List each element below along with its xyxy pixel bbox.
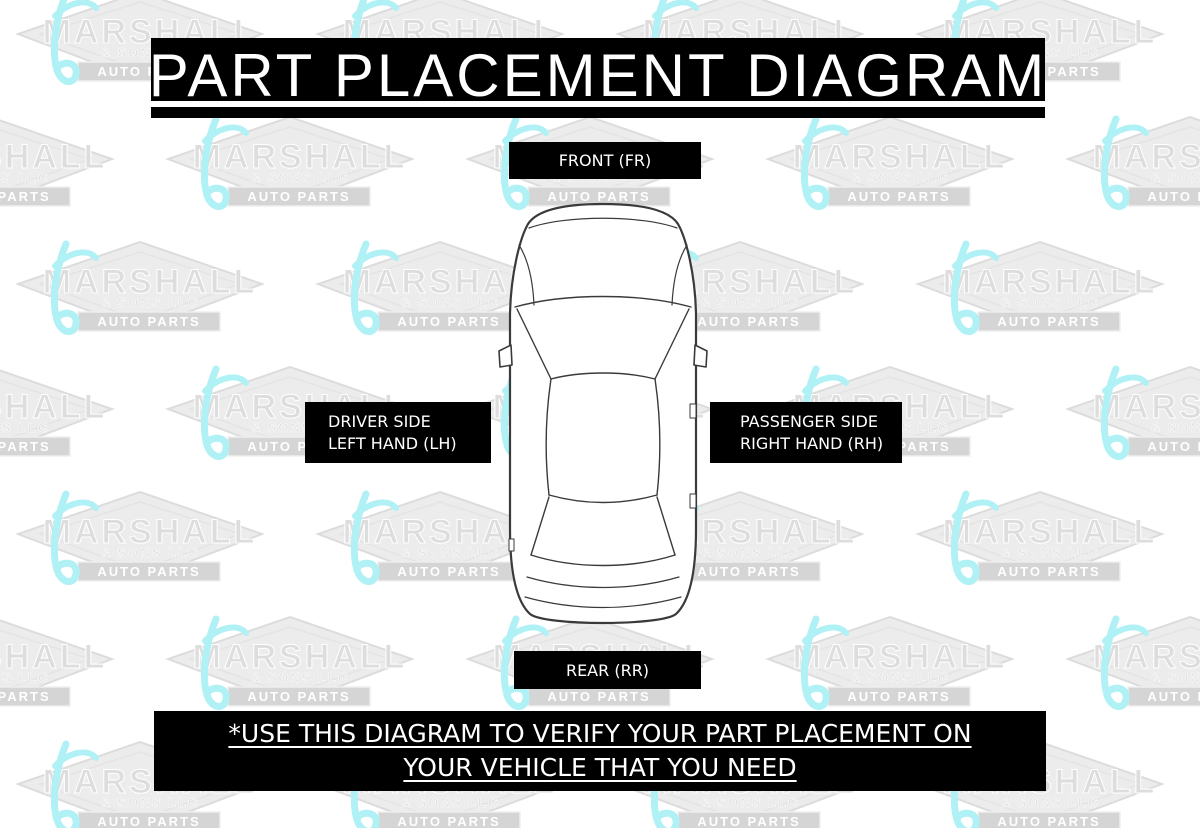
svg-text:AUTO PARTS: AUTO PARTS <box>997 314 1100 329</box>
label-front: FRONT (FR) <box>509 142 701 179</box>
svg-text:MARSHALL: MARSHALL <box>0 388 107 426</box>
svg-text:AUTO PARTS: AUTO PARTS <box>1147 439 1200 454</box>
svg-text:AUTO PARTS: AUTO PARTS <box>697 564 800 579</box>
svg-text:& SONS LLC: & SONS LLC <box>1151 670 1200 685</box>
svg-text:& SONS LLC: & SONS LLC <box>0 670 49 685</box>
svg-text:AUTO PARTS: AUTO PARTS <box>997 814 1100 828</box>
svg-text:AUTO PARTS: AUTO PARTS <box>0 189 51 204</box>
svg-text:AUTO PARTS: AUTO PARTS <box>97 814 200 828</box>
svg-text:& SONS LLC: & SONS LLC <box>851 170 950 185</box>
svg-text:& SONS LLC: & SONS LLC <box>701 795 800 810</box>
svg-text:AUTO PARTS: AUTO PARTS <box>97 564 200 579</box>
label-passenger-line2: RIGHT HAND (RH) <box>740 433 884 453</box>
car-svg <box>498 202 708 625</box>
svg-text:MARSHALL: MARSHALL <box>43 263 258 301</box>
svg-text:MARSHALL: MARSHALL <box>193 138 408 176</box>
svg-text:& SONS LLC: & SONS LLC <box>401 295 500 310</box>
svg-text:MARSHALL: MARSHALL <box>943 513 1158 551</box>
svg-text:MARSHALL: MARSHALL <box>793 638 1008 676</box>
label-passenger-line1: PASSENGER SIDE <box>740 411 878 431</box>
svg-text:AUTO PARTS: AUTO PARTS <box>847 189 950 204</box>
svg-text:MARSHALL: MARSHALL <box>943 263 1158 301</box>
svg-text:& SONS LLC: & SONS LLC <box>1001 545 1100 560</box>
svg-text:AUTO PARTS: AUTO PARTS <box>847 689 950 704</box>
car-top-view-diagram <box>494 199 712 629</box>
label-driver-line1: DRIVER SIDE <box>328 411 431 431</box>
watermark-logo: MARSHALL& SONS LLC AUTO PARTS <box>150 115 430 225</box>
svg-text:AUTO PARTS: AUTO PARTS <box>397 564 500 579</box>
svg-text:MARSHALL: MARSHALL <box>193 638 408 676</box>
svg-text:MARSHALL: MARSHALL <box>0 638 107 676</box>
svg-text:& SONS LLC: & SONS LLC <box>1151 420 1200 435</box>
label-driver-line2: LEFT HAND (LH) <box>328 433 457 453</box>
title-banner: PART PLACEMENT DIAGRAM <box>148 38 1048 118</box>
svg-text:AUTO PARTS: AUTO PARTS <box>97 314 200 329</box>
svg-text:AUTO PARTS: AUTO PARTS <box>697 814 800 828</box>
svg-text:& SONS LLC: & SONS LLC <box>251 670 350 685</box>
svg-text:& SONS LLC: & SONS LLC <box>701 545 800 560</box>
svg-text:AUTO PARTS: AUTO PARTS <box>0 439 51 454</box>
page-title: PART PLACEMENT DIAGRAM <box>148 42 1048 109</box>
label-driver-side: DRIVER SIDE LEFT HAND (LH) <box>305 402 491 463</box>
svg-text:& SONS LLC: & SONS LLC <box>1001 795 1100 810</box>
watermark-logo: MARSHALL& SONS LLC AUTO PARTS <box>0 115 130 225</box>
svg-text:MARSHALL: MARSHALL <box>43 513 258 551</box>
svg-text:AUTO PARTS: AUTO PARTS <box>397 314 500 329</box>
svg-text:AUTO PARTS: AUTO PARTS <box>247 189 350 204</box>
right-mirror <box>693 344 708 368</box>
car-body-outline <box>508 202 698 625</box>
footer-note-line2: YOUR VEHICLE THAT YOU NEED <box>403 753 797 782</box>
left-mirror <box>498 344 513 368</box>
watermark-logo: MARSHALL& SONS LLC AUTO PARTS <box>900 240 1180 350</box>
svg-text:& SONS LLC: & SONS LLC <box>701 295 800 310</box>
watermark-logo: MARSHALL& SONS LLC AUTO PARTS <box>0 365 130 475</box>
svg-text:& SONS LLC: & SONS LLC <box>101 795 200 810</box>
svg-text:& SONS LLC: & SONS LLC <box>401 795 500 810</box>
svg-text:AUTO PARTS: AUTO PARTS <box>1147 689 1200 704</box>
svg-text:AUTO PARTS: AUTO PARTS <box>397 814 500 828</box>
label-front-text: FRONT (FR) <box>558 151 652 170</box>
watermark-logo: MARSHALL& SONS LLC AUTO PARTS <box>150 615 430 725</box>
svg-text:AUTO PARTS: AUTO PARTS <box>997 564 1100 579</box>
door-handle-detail <box>689 493 697 509</box>
svg-text:& SONS LLC: & SONS LLC <box>101 545 200 560</box>
watermark-logo: MARSHALL& SONS LLC AUTO PARTS <box>750 615 1030 725</box>
svg-text:& SONS LLC: & SONS LLC <box>251 170 350 185</box>
svg-text:AUTO PARTS: AUTO PARTS <box>547 189 650 204</box>
watermark-logo: MARSHALL& SONS LLC AUTO PARTS <box>0 615 130 725</box>
label-passenger-side: PASSENGER SIDE RIGHT HAND (RH) <box>710 402 902 463</box>
svg-text:AUTO PARTS: AUTO PARTS <box>697 314 800 329</box>
watermark-logo: MARSHALL& SONS LLC AUTO PARTS <box>900 490 1180 600</box>
svg-text:& SONS LLC: & SONS LLC <box>101 295 200 310</box>
watermark-logo: MARSHALL& SONS LLC AUTO PARTS <box>750 115 1030 225</box>
footer-note-line1: *USE THIS DIAGRAM TO VERIFY YOUR PART PL… <box>228 719 972 748</box>
label-rear: REAR (RR) <box>514 651 701 689</box>
watermark-logo: MARSHALL& SONS LLC AUTO PARTS <box>0 240 280 350</box>
svg-text:AUTO PARTS: AUTO PARTS <box>1147 189 1200 204</box>
svg-text:AUTO PARTS: AUTO PARTS <box>0 689 51 704</box>
svg-text:& SONS LLC: & SONS LLC <box>1001 295 1100 310</box>
watermark-logo: MARSHALL& SONS LLC AUTO PARTS <box>0 490 280 600</box>
svg-text:& SONS LLC: & SONS LLC <box>0 420 49 435</box>
svg-text:& SONS LLC: & SONS LLC <box>0 170 49 185</box>
svg-text:AUTO PARTS: AUTO PARTS <box>247 689 350 704</box>
label-rear-text: REAR (RR) <box>565 660 650 680</box>
svg-text:& SONS LLC: & SONS LLC <box>851 670 950 685</box>
svg-text:MARSHALL: MARSHALL <box>793 138 1008 176</box>
footer-note-banner: *USE THIS DIAGRAM TO VERIFY YOUR PART PL… <box>154 711 1046 791</box>
svg-text:MARSHALL: MARSHALL <box>1093 638 1200 676</box>
watermark-logo: MARSHALL& SONS LLC AUTO PARTS <box>1050 615 1200 725</box>
svg-text:& SONS LLC: & SONS LLC <box>1151 170 1200 185</box>
door-handle-detail <box>508 538 515 552</box>
svg-text:AUTO PARTS: AUTO PARTS <box>547 689 650 704</box>
door-handle-detail <box>689 403 697 419</box>
svg-text:& SONS LLC: & SONS LLC <box>401 545 500 560</box>
svg-text:MARSHALL: MARSHALL <box>0 138 107 176</box>
